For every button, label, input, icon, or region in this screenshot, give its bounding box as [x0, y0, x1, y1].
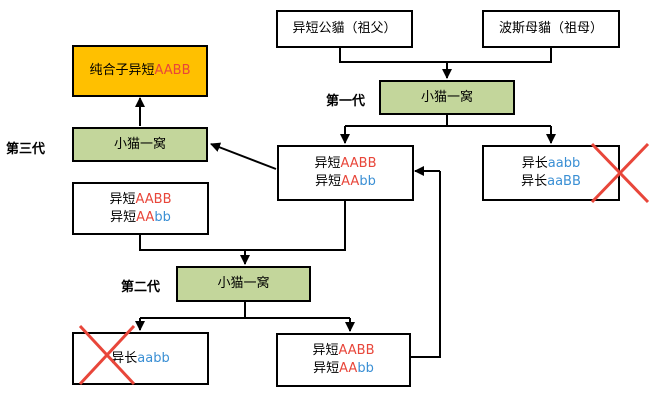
link-grandfather: [339, 47, 447, 63]
link-litter2-split: [140, 302, 350, 319]
link-litter1-split: [345, 114, 551, 127]
gen2-short-line-2: 异短AAbb: [313, 361, 374, 376]
litter-2-label: 小猫一窝: [217, 276, 270, 291]
gen2-short-line-1: 异短AABB: [312, 343, 375, 358]
grandfather-label: 异短公貓（祖父）: [292, 21, 397, 36]
gen1-short-line-2: 异短AAbb: [315, 174, 376, 189]
pure-homozygous-node: 纯合子异短AABB: [72, 45, 208, 97]
gen1-short-line-1: 异短AABB: [314, 156, 377, 171]
left-short-node: 异短AABB 异短AAbb: [72, 182, 209, 235]
generation-label-2: 第二代: [121, 280, 161, 295]
arrow-to-litter3: [210, 142, 277, 170]
gen1-long-node: 异长aabb 异长aaBB: [482, 145, 620, 201]
grandfather-node: 异短公貓（祖父）: [276, 10, 413, 48]
litter-2-node: 小猫一窝: [176, 266, 311, 302]
link-grandmother: [447, 47, 552, 63]
link-backcross: [410, 171, 441, 358]
pure-homozygous-text: 纯合子异短AABB: [89, 63, 191, 78]
red-x-mark-icon: [78, 324, 136, 386]
gen1-short-node: 异短AABB 异短AAbb: [277, 145, 414, 201]
gen1-long-line-2: 异长aaBB: [521, 174, 581, 189]
grandmother-label: 波斯母貓（祖母）: [498, 21, 603, 36]
generation-label-1: 第一代: [326, 94, 366, 109]
link-gen1-short: [245, 200, 346, 251]
left-short-line-2: 异短AAbb: [110, 209, 171, 225]
litter-3-label: 小猫一窝: [113, 136, 166, 152]
litter-1-node: 小猫一窝: [379, 80, 515, 115]
link-left-short: [139, 233, 245, 251]
generation-label-3: 第三代: [6, 142, 46, 157]
litter-3-node: 小猫一窝: [72, 127, 208, 162]
litter-1-label: 小猫一窝: [420, 89, 473, 105]
gen2-long-text: 异长aabb: [111, 350, 170, 366]
red-x-mark-icon: [590, 142, 650, 204]
grandmother-node: 波斯母貓（祖母）: [482, 10, 620, 48]
gen2-short-node: 异短AABB 异短AAbb: [276, 333, 411, 387]
gen1-long-line-1: 异长aabb: [521, 156, 581, 171]
left-short-line-1: 异短AABB: [109, 191, 172, 207]
